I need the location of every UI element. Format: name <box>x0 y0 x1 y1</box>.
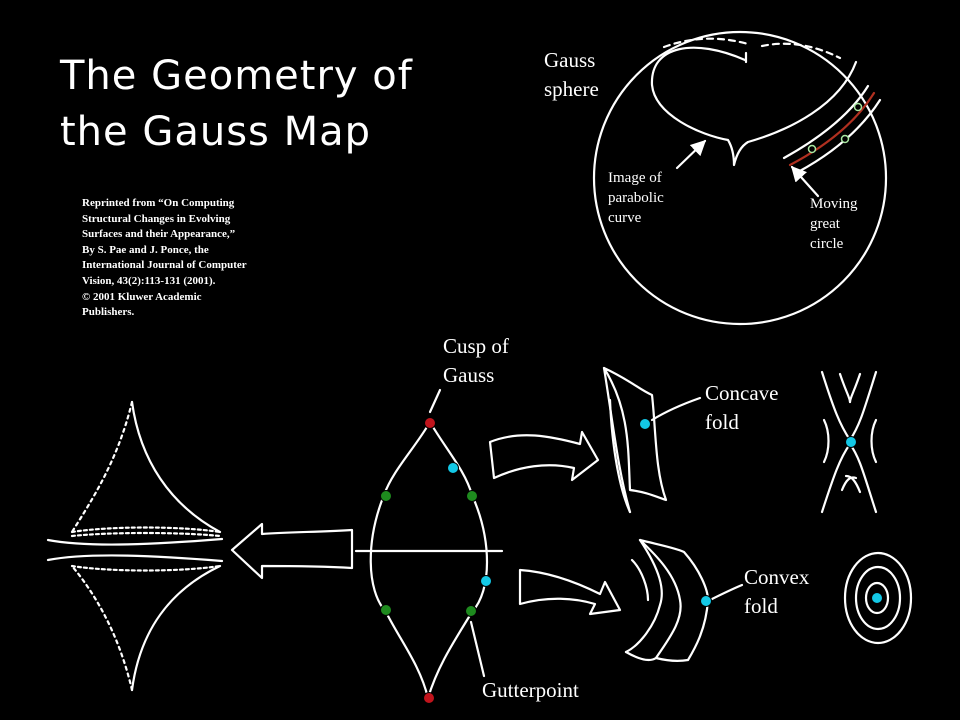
gutter-point <box>466 490 478 502</box>
sphere-back-arc <box>760 42 842 60</box>
concave-fold-point <box>639 418 651 430</box>
convex-fold-edge <box>624 538 663 654</box>
concave-contour <box>838 372 852 404</box>
great-circle-pointer <box>790 165 820 198</box>
label-line: Gauss <box>544 48 596 72</box>
cusp-pointer <box>428 388 442 414</box>
convex-fold-point <box>700 595 712 607</box>
convex-fold-edge <box>630 558 650 602</box>
credit-line: Reprinted from “On Computing <box>82 197 235 209</box>
credit-line: © 2001 Kluwer Academic <box>82 290 202 303</box>
concave-contour <box>848 442 878 514</box>
parabolic-curve-label: Image of parabolic curve <box>608 168 664 228</box>
label-line: Moving <box>810 196 858 212</box>
convex-contour <box>864 581 890 615</box>
credit-line: Surfaces and their Appearance,” <box>82 228 236 241</box>
fold-point <box>447 462 459 474</box>
sphere-marker <box>853 102 863 112</box>
moving-great-circle-label: Moving great circle <box>810 194 858 254</box>
concave-contour <box>820 442 852 514</box>
cusp-point <box>423 692 435 704</box>
surface-outline <box>130 400 222 534</box>
sphere-marker <box>807 144 817 154</box>
surface-rim <box>46 537 224 546</box>
convex-fold-label: Convex fold <box>744 563 809 621</box>
surface-outline-dotted <box>70 400 134 534</box>
great-circle-band <box>782 84 870 160</box>
surface-rim-dotted <box>70 531 222 538</box>
label-line: circle <box>810 236 844 252</box>
convex-contour-point <box>871 592 883 604</box>
label-line: Gauss <box>443 363 495 387</box>
sphere-back-arc <box>662 37 750 49</box>
gutter-point <box>465 605 477 617</box>
label-line: fold <box>744 594 778 618</box>
gutter-point <box>380 604 392 616</box>
parabolic-curve-image <box>650 46 858 167</box>
concave-fold-pointer <box>650 396 702 422</box>
concave-contour <box>840 476 858 492</box>
concave-fold-edge <box>602 366 632 514</box>
convex-fold-pointer <box>708 583 744 602</box>
credit-line: International Journal of Computer <box>82 259 247 272</box>
fold-point <box>480 575 492 587</box>
label-line: great <box>810 216 840 232</box>
great-circle-band <box>796 98 882 174</box>
label-line: Concave <box>705 381 779 405</box>
gutterpoint-pointer <box>469 620 486 678</box>
convex-fold-edge <box>624 650 658 662</box>
concave-fold-edge <box>608 398 632 514</box>
parabolic-curve-pointer <box>675 139 707 170</box>
block-arrow-concave <box>488 430 600 482</box>
concave-fold-surface <box>602 366 668 502</box>
title-line-1: The Geometry of <box>60 53 413 99</box>
reprint-credit: Reprinted from “On Computing Structural … <box>82 196 282 321</box>
sphere-marker <box>840 134 850 144</box>
convex-contour <box>854 565 902 631</box>
block-arrow-left <box>230 522 354 580</box>
slide-title: The Geometry of the Gauss Map <box>60 48 413 160</box>
cusp-of-gauss-label: Cusp of Gauss <box>443 332 509 390</box>
gauss-map-outline <box>426 420 489 700</box>
label-line: Cusp of <box>443 334 509 358</box>
concave-contour <box>848 372 862 404</box>
label-line: sphere <box>544 77 599 101</box>
concave-contour <box>870 418 878 464</box>
gauss-map-outline <box>369 420 432 700</box>
label-line: Gutterpoint <box>482 678 579 702</box>
gutter-point <box>380 490 392 502</box>
gauss-sphere-circle <box>592 30 888 326</box>
block-arrow-convex <box>518 568 622 616</box>
surface-rim-dotted <box>70 526 222 534</box>
credit-line: Publishers. <box>82 306 135 319</box>
concave-contour <box>844 474 862 494</box>
title-line-2: the Gauss Map <box>60 109 372 155</box>
cusp-point <box>424 417 436 429</box>
concave-contour <box>822 418 830 464</box>
surface-outline-dotted <box>70 564 134 692</box>
convex-contour <box>843 551 913 645</box>
concave-contour-point <box>845 436 857 448</box>
credit-line: Structural Changes in Evolving <box>82 212 231 225</box>
surface-rim-dotted <box>70 564 222 572</box>
gauss-sphere-label: Gauss sphere <box>544 46 599 104</box>
credit-line: By S. Pae and J. Ponce, the <box>82 243 209 256</box>
surface-rim <box>46 554 224 563</box>
concave-contour <box>820 370 852 442</box>
label-line: Convex <box>744 565 810 589</box>
moving-great-circle <box>788 91 876 167</box>
concave-fold-label: Concave fold <box>705 379 778 437</box>
convex-fold-surface <box>638 538 710 662</box>
label-line: fold <box>705 410 739 434</box>
label-line: curve <box>608 210 642 226</box>
concave-contour <box>848 370 878 442</box>
credit-line: Vision, 43(2):113-131 (2001). <box>82 274 216 287</box>
label-line: parabolic <box>608 190 664 206</box>
label-line: Image of <box>608 170 662 186</box>
surface-outline <box>130 564 222 692</box>
gutterpoint-label: Gutterpoint <box>482 676 579 705</box>
